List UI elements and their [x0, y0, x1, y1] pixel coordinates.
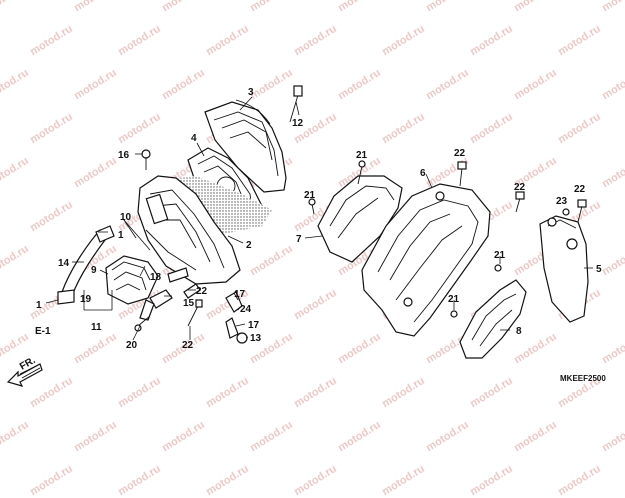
watermark-text: motod.ru [380, 462, 427, 498]
callout-22-a: 22 [454, 148, 466, 159]
watermark-text: motod.ru [468, 462, 515, 498]
lower-shroud [459, 279, 527, 359]
callout-20: 20 [126, 340, 138, 351]
callout-4: 4 [191, 133, 197, 144]
callout-23: 23 [556, 196, 568, 207]
callout-8: 8 [516, 326, 522, 337]
callout-17-upper: 17 [234, 289, 246, 300]
callout-14: 14 [58, 258, 70, 269]
callout-19: 19 [80, 294, 92, 305]
callout-12: 12 [292, 118, 304, 129]
callout-22-c: 22 [574, 184, 586, 195]
callout-21-c: 21 [494, 250, 506, 261]
callout-22-d: 22 [196, 286, 208, 297]
callout-24: 24 [240, 304, 252, 315]
air-cleaner-case [137, 175, 241, 285]
drain-tube [57, 225, 115, 305]
leader-lines [45, 96, 593, 341]
callout-18: 18 [150, 272, 162, 283]
small-fittings [139, 267, 248, 344]
callout-11: 11 [91, 322, 102, 333]
watermark-text: motod.ru [292, 462, 339, 498]
air-cleaner-element [204, 99, 287, 193]
side-cover-frame [361, 183, 491, 337]
callout-7: 7 [296, 234, 302, 245]
parts-diagram: 1 1 2 3 4 5 6 7 8 9 10 11 12 13 14 15 16… [6, 85, 606, 387]
callout-21-a: 21 [356, 150, 368, 161]
shroud-left [317, 175, 403, 263]
bolts-left [134, 85, 303, 332]
callout-16: 16 [118, 150, 130, 161]
watermark-text: motod.ru [28, 462, 75, 498]
connecting-tube [105, 255, 159, 305]
callout-1-lower: 1 [36, 300, 42, 311]
bolts-right [308, 160, 587, 318]
callout-13: 13 [250, 333, 262, 344]
diagram-code: MKEEF2500 [560, 374, 606, 383]
watermark-text: motod.ru [204, 462, 251, 498]
reference-e1: E-1 [35, 326, 51, 337]
callout-15: 15 [183, 298, 195, 309]
callout-21-d: 21 [448, 294, 460, 305]
watermark-text: motod.ru [556, 462, 603, 498]
callout-2: 2 [246, 240, 252, 251]
callout-9: 9 [91, 265, 97, 276]
callout-1-upper: 1 [118, 230, 124, 241]
callout-22-b: 22 [514, 182, 526, 193]
front-direction-arrow [6, 363, 43, 387]
callout-labels: 1 1 2 3 4 5 6 7 8 9 10 11 12 13 14 15 16… [18, 87, 606, 383]
callout-10: 10 [120, 212, 132, 223]
callout-22-e: 22 [182, 340, 194, 351]
callout-3: 3 [248, 87, 254, 98]
callout-5: 5 [596, 264, 602, 275]
side-number-plate [539, 215, 589, 323]
callout-6: 6 [420, 168, 426, 179]
callout-21-b: 21 [304, 190, 316, 201]
watermark-text: motod.ru [116, 462, 163, 498]
callout-17-lower: 17 [248, 320, 260, 331]
